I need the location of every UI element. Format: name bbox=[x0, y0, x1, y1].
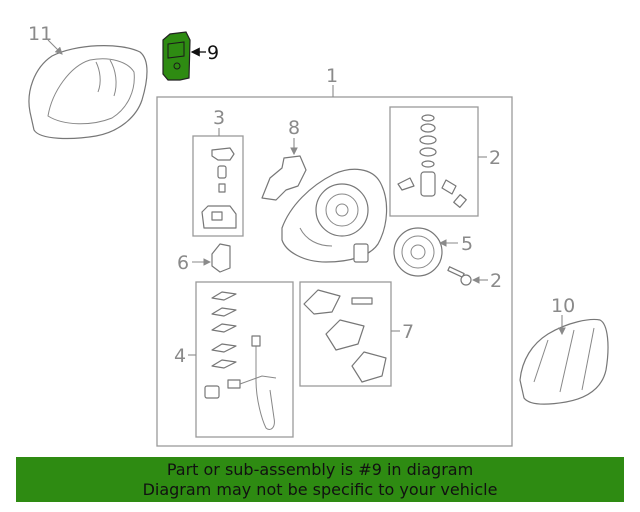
callout-4: 4 bbox=[174, 345, 186, 367]
group-7-parts bbox=[303, 289, 387, 383]
group-box-4 bbox=[195, 281, 294, 438]
callout-10: 10 bbox=[551, 295, 575, 317]
part-8 bbox=[261, 155, 307, 201]
highlighted-part-9 bbox=[162, 31, 191, 81]
banner-line-1: Part or sub-assembly is #9 in diagram bbox=[166, 460, 474, 479]
info-banner: Part or sub-assembly is #9 in diagram Di… bbox=[16, 457, 624, 502]
motor-part-5 bbox=[393, 227, 443, 277]
callout-5: 5 bbox=[461, 233, 473, 255]
mirror-base-assembly bbox=[281, 168, 388, 263]
callout-9: 9 bbox=[207, 42, 219, 64]
group-box-3 bbox=[192, 135, 244, 237]
callout-11: 11 bbox=[28, 23, 52, 45]
leader-11 bbox=[47, 39, 63, 55]
group-box-7 bbox=[299, 281, 392, 387]
screw-part-2 bbox=[447, 266, 472, 286]
parts-diagram: 1 11 9 3 8 2 bbox=[28, 23, 609, 447]
part-6 bbox=[211, 243, 231, 273]
group-2-parts bbox=[397, 114, 467, 209]
mirror-cover-part bbox=[28, 45, 148, 140]
banner-line-2: Diagram may not be specific to your vehi… bbox=[142, 480, 498, 499]
group-box-2 bbox=[389, 106, 479, 217]
group-3-parts bbox=[201, 147, 237, 229]
mirror-glass-part-10 bbox=[519, 318, 609, 405]
callout-3: 3 bbox=[213, 107, 225, 129]
group-4-parts bbox=[204, 291, 277, 431]
callout-2b: 2 bbox=[490, 270, 502, 292]
callout-7: 7 bbox=[402, 321, 414, 343]
callout-8: 8 bbox=[288, 117, 300, 139]
callout-6: 6 bbox=[177, 252, 189, 274]
callout-1: 1 bbox=[326, 65, 338, 87]
assembly-frame bbox=[156, 96, 513, 447]
callout-2a: 2 bbox=[489, 147, 501, 169]
